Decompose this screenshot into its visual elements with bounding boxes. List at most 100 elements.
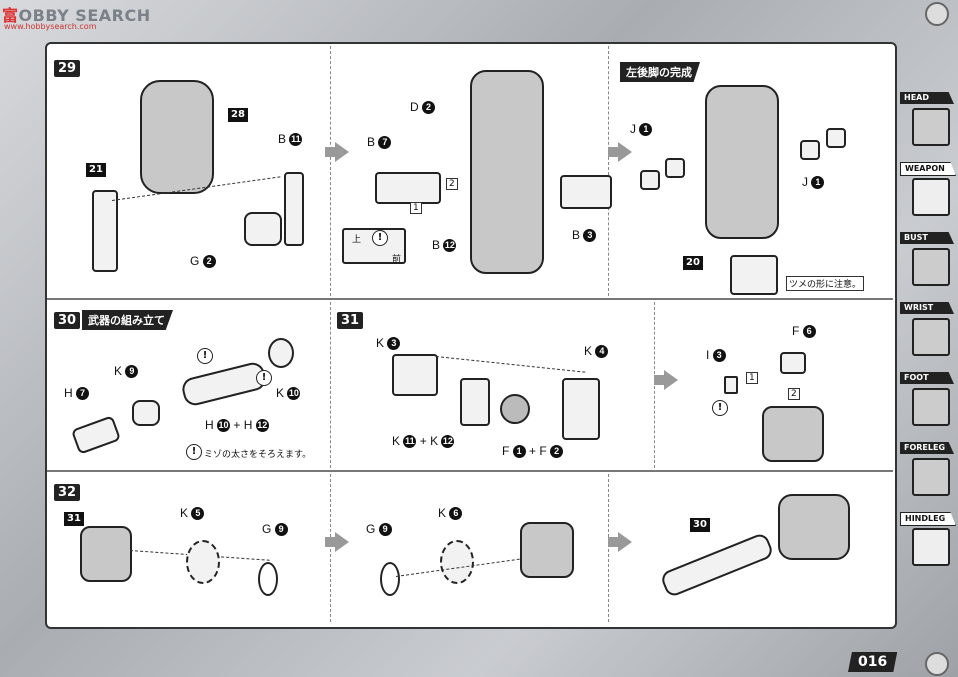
next-step-arrow	[654, 370, 678, 390]
step-number: 29	[54, 60, 81, 77]
bust-thumbnail-icon	[912, 248, 950, 286]
next-step-arrow	[325, 532, 349, 552]
wrist-thumbnail-icon	[912, 318, 950, 356]
cap-part	[665, 158, 685, 178]
part-callout: H 10 + H 12	[205, 418, 269, 433]
caution-icon: !	[186, 444, 202, 460]
bracket-part	[460, 378, 490, 426]
section-banner: 武器の組み立て	[82, 310, 173, 330]
step-order-marker: 2	[788, 388, 800, 400]
ring-part	[258, 562, 278, 596]
part-callout: H 7	[64, 386, 90, 401]
gear-part	[440, 540, 474, 584]
housing-part	[392, 354, 438, 396]
part-index-sidebar: HEAD WEAPON BUST WRIST FOOT FORELEG HIND…	[898, 92, 958, 592]
corner-emblem-icon-bottom	[925, 652, 949, 676]
part-callout: J 1	[802, 175, 825, 190]
part-label: 30	[690, 518, 710, 532]
watermark-url: www.hobbysearch.com	[4, 22, 97, 31]
part-callout: G 9	[366, 522, 392, 537]
sidebar-tab-label: FORELEG	[900, 442, 954, 454]
page-number: 016	[848, 652, 898, 672]
ring-part	[132, 400, 160, 426]
col-divider	[330, 474, 331, 622]
step-order-marker: 2	[446, 178, 458, 190]
caution-icon: !	[197, 348, 213, 364]
col-divider	[330, 46, 331, 296]
weapon-housing-assembly	[762, 406, 824, 462]
weapon-housing-assembly	[80, 526, 132, 582]
part-label: 20	[683, 256, 703, 270]
part-callout: I 3	[706, 348, 726, 363]
caution-note: ミゾの太さをそろえます。	[204, 450, 312, 460]
sidebar-tab-label: HEAD	[900, 92, 954, 104]
part-callout: K 5	[180, 506, 205, 521]
caution-icon: !	[256, 370, 272, 386]
sidebar-tab-label: WEAPON	[900, 162, 956, 176]
part-callout: K 11 + K 12	[392, 434, 455, 449]
leg-lower-part	[92, 190, 118, 272]
drum-part	[500, 394, 530, 424]
watermark: 富OBBY SEARCH	[2, 6, 151, 25]
up-label: 上	[352, 235, 362, 245]
leg-assembly-part	[470, 70, 544, 274]
caution-icon: !	[372, 230, 388, 246]
part-callout: K 4	[584, 344, 609, 359]
weapon-housing-assembly	[520, 522, 574, 578]
ring-part	[380, 562, 400, 596]
claw-foot-part	[730, 255, 778, 295]
sidebar-tab-label: HINDLEG	[900, 512, 956, 526]
part-callout: K 9	[114, 364, 139, 379]
leg-assembly-part	[140, 80, 214, 194]
part-callout: B 12	[432, 238, 457, 253]
weapon-thumbnail-icon	[912, 178, 950, 216]
foreleg-thumbnail-icon	[912, 458, 950, 496]
cap-part	[826, 128, 846, 148]
part-callout: K 3	[376, 336, 401, 351]
cap-part	[640, 170, 660, 190]
side-plate-part	[560, 175, 612, 209]
corner-emblem-icon	[925, 2, 949, 26]
step-order-marker: 1	[746, 372, 758, 384]
section-banner: 左後脚の完成	[620, 62, 700, 82]
small-part	[780, 352, 806, 374]
weapon-housing-assembly	[778, 494, 850, 560]
hindleg-thumbnail-icon	[912, 528, 950, 566]
part-callout: F 1 + F 2	[502, 444, 564, 459]
foot-thumbnail-icon	[912, 388, 950, 426]
caution-note: ツメの形に注意。	[786, 276, 865, 291]
part-callout: K 6	[438, 506, 463, 521]
col-divider	[608, 474, 609, 622]
next-step-arrow	[608, 532, 632, 552]
step-order-marker: 1	[410, 202, 422, 214]
cap-part	[800, 140, 820, 160]
side-plate-part	[375, 172, 441, 204]
part-callout: J 1	[630, 122, 653, 137]
sidebar-tab-label: BUST	[900, 232, 954, 244]
part-callout: B 11	[278, 132, 303, 147]
part-callout: D 2	[410, 100, 436, 115]
bracket-part	[244, 212, 282, 246]
part-callout: K 10	[276, 386, 301, 401]
next-step-arrow	[608, 142, 632, 162]
claw-part	[284, 172, 304, 246]
step-number: 30	[54, 312, 81, 329]
pin-part	[724, 376, 738, 394]
part-callout: G 2	[190, 254, 216, 269]
step-number: 31	[337, 312, 364, 329]
part-callout: F 6	[792, 324, 816, 339]
col-divider	[608, 46, 609, 296]
col-divider	[654, 302, 655, 468]
part-label: 21	[86, 163, 106, 177]
part-callout: B 3	[572, 228, 597, 243]
drum-part	[268, 338, 294, 368]
col-divider	[330, 302, 331, 468]
front-label: 前	[392, 255, 402, 265]
caution-icon: !	[712, 400, 728, 416]
head-thumbnail-icon	[912, 108, 950, 146]
gear-part	[186, 540, 220, 584]
step-number: 32	[54, 484, 81, 501]
part-callout: G 9	[262, 522, 288, 537]
part-callout: B 7	[367, 135, 392, 150]
completed-hindleg	[705, 85, 779, 239]
